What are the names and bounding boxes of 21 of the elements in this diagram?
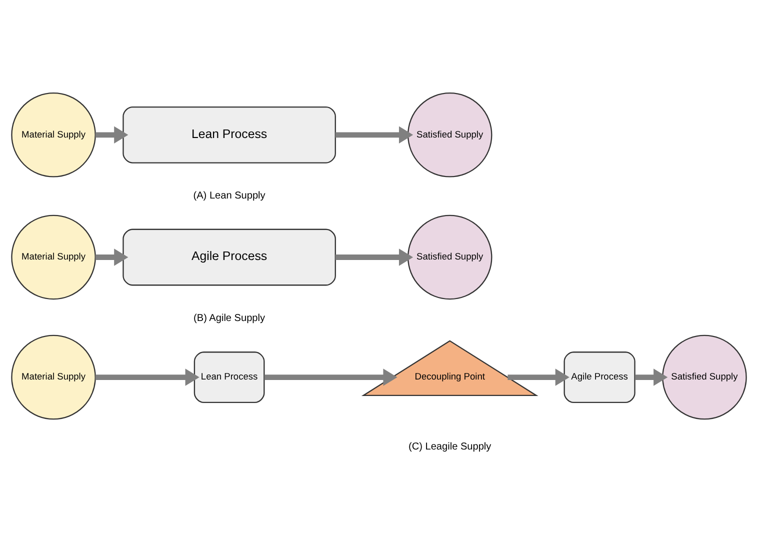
node-circle: Material Supply: [11, 92, 96, 178]
node-circle: Material Supply: [11, 334, 96, 420]
node-circle: Material Supply: [11, 214, 96, 300]
label: (C) Leagile Supply: [408, 442, 492, 453]
node-box: Lean Process: [122, 106, 336, 164]
label: (A) Lean Supply: [193, 190, 266, 202]
node-box: Agile Process: [122, 228, 336, 286]
label: (B) Agile Supply: [194, 313, 266, 324]
arrow: [335, 126, 414, 144]
arrow: [264, 368, 398, 386]
arrow: [508, 368, 570, 386]
arrow: [635, 368, 668, 386]
node-circle: Satisfied Supply: [407, 214, 492, 300]
node-circle: Satisfied Supply: [407, 92, 492, 178]
arrow: [335, 248, 414, 266]
node-box: Agile Process: [564, 352, 636, 404]
arrow: [95, 368, 200, 386]
node-box: Lean Process: [194, 352, 265, 404]
arrow: [95, 126, 128, 144]
arrow: [95, 248, 128, 266]
node-circle: Satisfied Supply: [662, 334, 747, 420]
